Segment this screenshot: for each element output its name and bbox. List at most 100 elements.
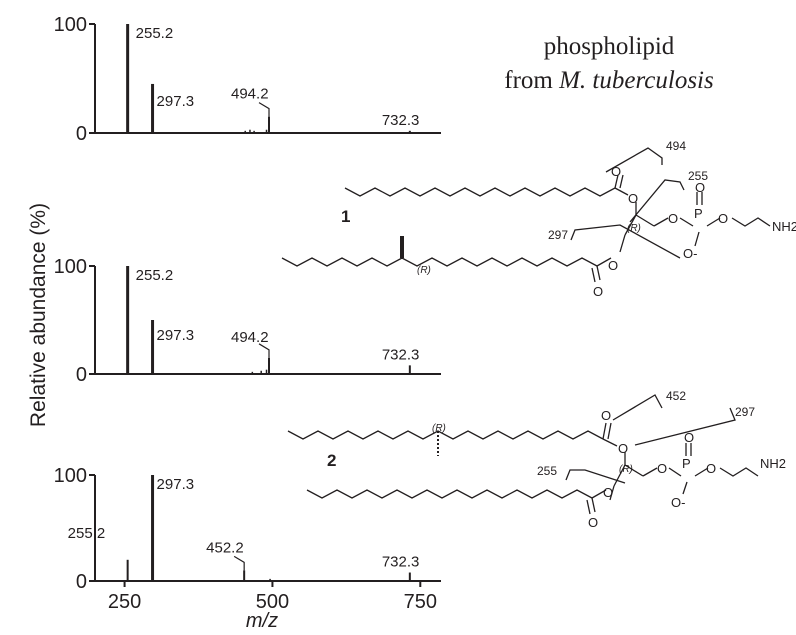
- figure-title-line-2: from M. tuberculosis: [504, 67, 713, 94]
- panel-2-peak-label: 255.2: [136, 267, 174, 284]
- molecule-2-frag-452: 452: [666, 389, 686, 403]
- molecule-2-label: 2: [327, 451, 336, 470]
- panel-1-peak-label: 297.3: [157, 93, 195, 110]
- molecule-2-p-o: [668, 467, 682, 477]
- molecule-2-p-ominus: [682, 481, 688, 495]
- molecule-2-atom-o-link: O: [657, 461, 667, 476]
- molecule-2-p-o-2: [694, 467, 709, 477]
- molecule-1-glycerol-bond-2: [624, 214, 637, 236]
- molecule-2-structure: [287, 394, 759, 515]
- molecule-2-ester: [602, 438, 618, 447]
- molecule-2-carbonyl2-b: [586, 499, 591, 515]
- molecule-1-atom-o-ester2: O: [608, 258, 618, 273]
- panel-3-ytick-label: 100: [54, 465, 87, 487]
- panel-3-xtick-label: 250: [108, 591, 141, 613]
- molecule-1-stereo-tbs: (R): [417, 265, 431, 276]
- molecule-2-labels: 2 452 297 255 (R) (R) O O O P O O- O NH2…: [327, 389, 786, 530]
- molecule-1-p-o-bond-2: [706, 217, 721, 227]
- molecule-2-glycerol-3: [624, 464, 644, 477]
- molecule-1-label: 1: [341, 207, 350, 226]
- panel-2-ytick-label: 100: [54, 256, 87, 278]
- molecule-1-carbonyl2: [596, 265, 601, 281]
- panel-1-ytick-label: 100: [54, 14, 87, 36]
- molecule-1-atom-o-link: O: [668, 211, 678, 226]
- molecule-1-glycerol-bond-4: [619, 234, 626, 253]
- molecule-1-structure: [281, 147, 771, 283]
- molecule-1-glycerol-bond-3: [635, 214, 655, 227]
- molecule-2-stereo-tbs: (R): [432, 423, 446, 434]
- panel-2-peak-label: 732.3: [382, 346, 420, 363]
- molecule-2-frag-452-arrow: [612, 394, 663, 421]
- molecule-2-frag-297: 297: [735, 405, 755, 419]
- panel-1-peak-label: 255.2: [136, 25, 174, 42]
- figure-title-line-1: phospholipid: [544, 33, 675, 60]
- molecule-2-atom-nh2: NH2: [760, 456, 786, 471]
- molecule-1-p-ominus-bond: [694, 231, 700, 247]
- molecule-2-stereo-glycerol: (R): [619, 464, 633, 475]
- molecule-1-atom-nh2: NH2: [772, 219, 796, 234]
- panel-3-peak-label: 255.2: [68, 525, 106, 542]
- panel-2-ytick-label: 0: [76, 364, 87, 386]
- panel-3-peak-label: 452.2: [206, 539, 244, 556]
- molecule-1-ester2: [596, 257, 612, 267]
- molecule-2-carbonyl-b: [607, 422, 612, 440]
- molecule-2-ester2: [591, 489, 607, 499]
- molecule-2-atom-o-ester: O: [618, 441, 628, 456]
- molecule-1-carbonyl-bond: [614, 174, 619, 189]
- molecule-1-atom-p: P: [694, 206, 703, 221]
- molecule-1-p-o-bond: [679, 217, 694, 227]
- panel-3-xtick-label: 750: [404, 591, 437, 613]
- molecule-1-atom-o-ester: O: [628, 191, 638, 206]
- molecule-1-labels: 1 494 255 297 (R) (R) O O O P O O- O NH2…: [341, 139, 796, 299]
- molecule-2-frag-255-arrow: [565, 469, 626, 484]
- molecule-2-glycerol-2: [613, 464, 626, 487]
- molecule-1-carbonyl2-b: [591, 267, 596, 283]
- panel-2-peak-label: 297.3: [157, 327, 195, 344]
- molecule-2-glycerol-4: [609, 485, 615, 501]
- molecule-2-carbonyl: [602, 422, 607, 440]
- molecule-2-atom-o-minus: O-: [671, 495, 685, 510]
- molecule-1-atom-o-carbonyl: O: [611, 164, 621, 179]
- panel-3-peak-leader: [233, 555, 245, 571]
- molecule-2-atom-o-double: O: [684, 430, 694, 445]
- molecule-1-atom-o-ethanol: O: [718, 211, 728, 226]
- molecule-1-ethanolamine: [731, 217, 771, 227]
- molecule-1-atom-o-double: O: [695, 180, 705, 195]
- molecule-2-frag-255: 255: [537, 464, 557, 478]
- molecule-2-tbs-chain: [287, 430, 604, 440]
- molecule-1-frag-494: 494: [666, 139, 686, 153]
- molecule-1-frag-255: 255: [688, 169, 708, 183]
- panel-3-peak-label: 297.3: [157, 476, 195, 493]
- y-axis-label: Relative abundance (%): [27, 203, 50, 427]
- panel-1-peak-label: 494.2: [231, 86, 269, 103]
- molecule-1-frag-297-arrow: [570, 224, 681, 259]
- x-axis-label: m/z: [246, 610, 278, 632]
- molecule-1-carbonyl-bond-2: [619, 174, 624, 189]
- panel-1-ytick-label: 0: [76, 123, 87, 145]
- molecule-1-frag-297: 297: [548, 228, 568, 242]
- molecule-1-tbs-chain: [281, 257, 598, 267]
- molecule-2-palmitoyl-chain: [306, 489, 593, 499]
- molecule-2-atom-o-ethanol: O: [706, 461, 716, 476]
- panel-2-peak-leader: [258, 343, 270, 358]
- panel-3-xtick-label: 500: [256, 591, 289, 613]
- panel-3-ytick-label: 0: [76, 571, 87, 593]
- molecule-1-frag-494-arrow: [605, 147, 663, 173]
- molecule-2-atom-o-carbonyl: O: [601, 408, 611, 423]
- panel-3-peak-label: 732.3: [382, 554, 420, 571]
- panel-1-peak-label: 732.3: [382, 112, 420, 129]
- molecule-1-palmitoyl-chain: [344, 187, 616, 197]
- molecule-2-atom-o-carbonyl2: O: [588, 515, 598, 530]
- molecule-1-phosphate-link: [653, 217, 669, 227]
- molecule-2-carbonyl2: [591, 497, 596, 513]
- molecule-1-stereo-glycerol: (R): [627, 223, 641, 234]
- molecule-2-atom-p: P: [682, 456, 691, 471]
- molecule-2-atom-o-ester2: O: [603, 485, 613, 500]
- molecule-1-ester-bond: [614, 187, 629, 196]
- molecule-1-atom-o-minus: O-: [683, 246, 697, 261]
- molecule-1-atom-o-carbonyl2: O: [593, 284, 603, 299]
- molecule-2-frag-297-arrow: [634, 407, 736, 446]
- molecule-2-phosphate-link: [642, 467, 658, 477]
